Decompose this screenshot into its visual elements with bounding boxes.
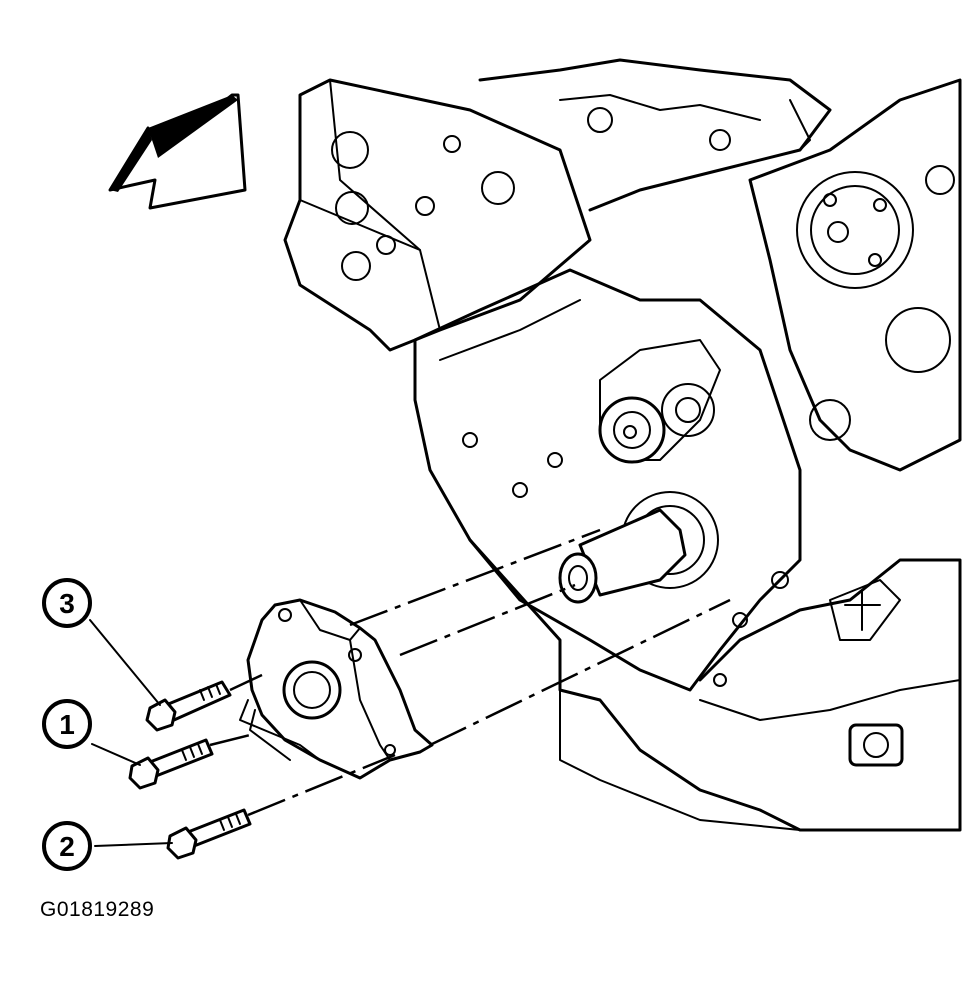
callout-2: 2 [42,821,92,871]
bolt-1 [128,738,214,790]
bolt-2 [166,808,252,860]
callout-2-label: 2 [59,831,75,862]
direction-arrow-icon [108,93,247,210]
callout-3: 3 [42,578,92,628]
bolt-3 [145,680,232,732]
callout-1-label: 1 [59,709,75,740]
callout-3-label: 3 [59,588,75,619]
figure-id: G01819289 [40,898,155,921]
alignment-lines [209,528,731,817]
oil-pump-cover-illustration [239,598,434,780]
callout-leaders [89,619,173,847]
callout-1: 1 [42,699,92,749]
bolt-icon [128,680,252,860]
engine-block-illustration [283,58,962,832]
